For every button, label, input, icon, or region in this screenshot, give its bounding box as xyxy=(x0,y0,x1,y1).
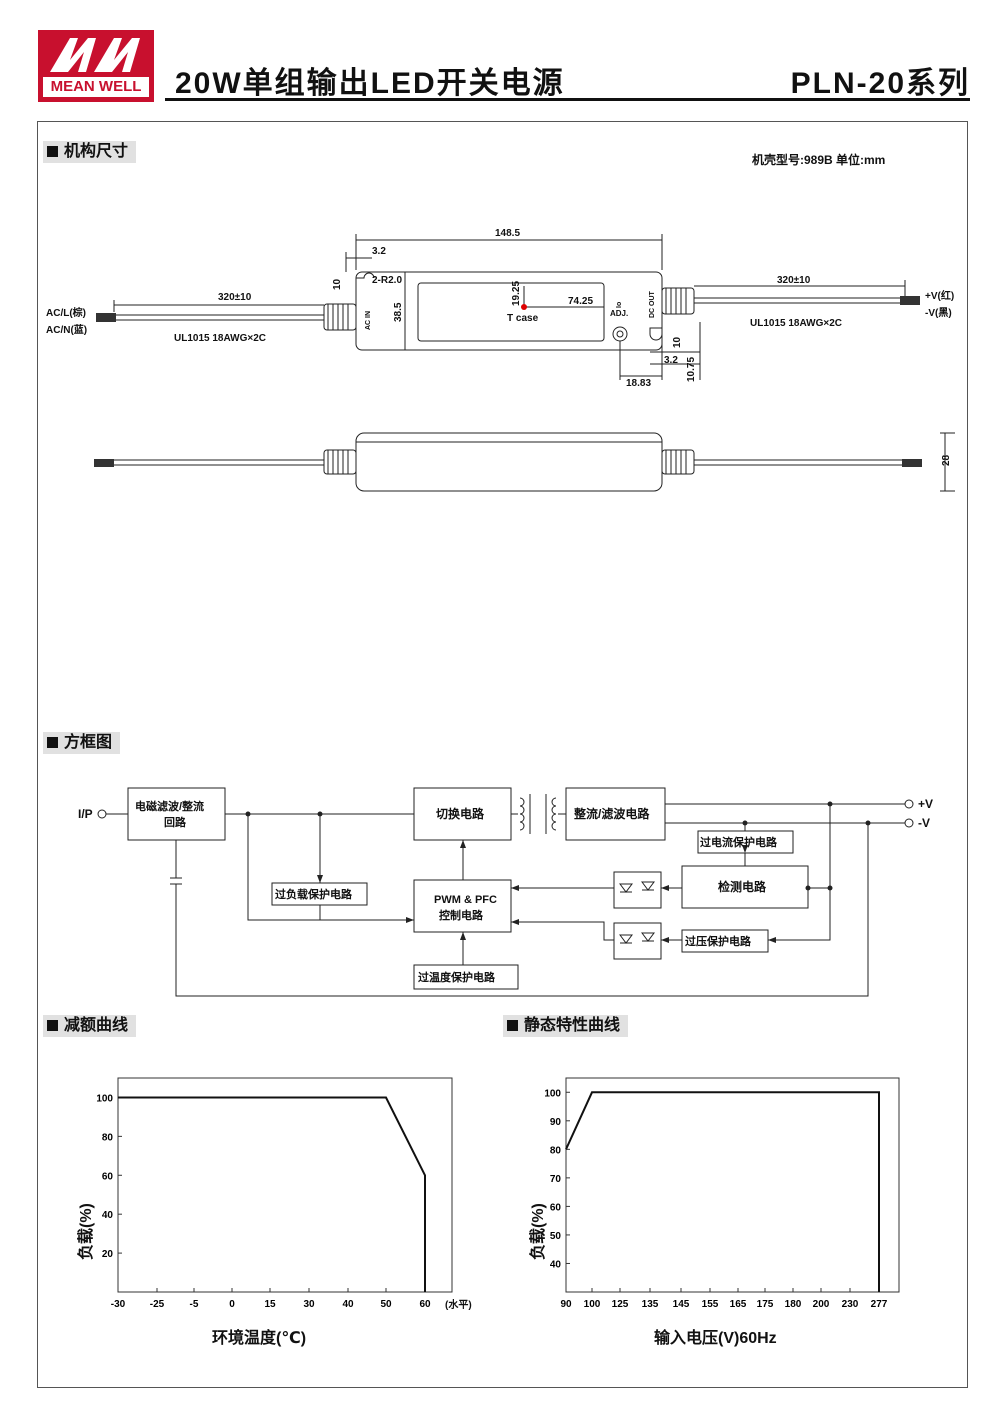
gland-left xyxy=(323,303,357,331)
dim-left-cable xyxy=(113,300,324,312)
dim-height xyxy=(400,271,412,351)
gland-right xyxy=(661,287,695,315)
section-mechanical: 机构尺寸 xyxy=(43,141,137,163)
io-label: Io xyxy=(616,302,623,308)
dim-text-tcase-v: 19.25 xyxy=(511,281,522,306)
vminus-terminal xyxy=(904,818,914,828)
mw-logo-mark xyxy=(50,38,140,72)
section-derating: 减额曲线 xyxy=(43,1015,137,1037)
pwm-box xyxy=(413,879,512,933)
derating-xlabel: 环境温度(℃) xyxy=(212,1330,307,1347)
derating-xunit: (水平) xyxy=(445,1300,472,1311)
ocp-label: 过电流保护电路 xyxy=(700,835,778,849)
adj-label: ADJ. xyxy=(610,309,628,318)
arrow-icon xyxy=(511,919,519,925)
case-note: 机壳型号:989B 单位:mm xyxy=(752,153,886,167)
arrow-icon xyxy=(406,917,414,923)
dim-text-radius: 2-R2.0 xyxy=(372,275,402,286)
dim-text-10-right: 10 xyxy=(672,336,683,348)
dim-text-10-75: 10.75 xyxy=(686,357,697,382)
dim-length xyxy=(355,234,663,270)
square-bullet-icon xyxy=(507,1020,518,1031)
emi-filter-box xyxy=(127,787,226,841)
cable-right xyxy=(694,297,905,304)
arrow-icon xyxy=(768,937,776,943)
detect-label: 检测电路 xyxy=(718,879,767,894)
square-bullet-icon xyxy=(47,737,58,748)
arrow-icon xyxy=(460,932,466,940)
series-name: PLN-20系列 xyxy=(790,67,970,100)
emi-label-1: 电磁滤波/整流 xyxy=(135,799,204,813)
tcase-point xyxy=(521,304,527,310)
cable-left-spec: UL1015 18AWG×2C xyxy=(174,333,266,344)
emi-label-2: 回路 xyxy=(164,815,187,829)
section-mechanical-label: 机构尺寸 xyxy=(64,143,129,160)
ac-in-label: AC IN xyxy=(365,311,372,330)
dim-text-tcase-h: 74.25 xyxy=(568,296,593,307)
dim-side-height xyxy=(940,432,955,492)
mechanical-drawing: 148.5 3.2 2-R2.0 10 38.5 19.25 74.25 T c… xyxy=(46,228,955,492)
dim-text-offset: 3.2 xyxy=(372,246,386,257)
opto-2 xyxy=(613,922,662,960)
label-area xyxy=(417,282,605,342)
pwm-label-1: PWM & PFC xyxy=(434,894,497,906)
vplus-label: +V(红) xyxy=(925,289,954,302)
square-bullet-icon xyxy=(47,1020,58,1031)
opto-1 xyxy=(613,871,662,909)
section-block-diagram: 方框图 xyxy=(43,732,121,754)
block-diagram: I/P 电磁滤波/整流 回路 切换电路 整流/滤波电路 过电流保护电路 过负载保… xyxy=(78,787,933,997)
otp-label: 过温度保护电路 xyxy=(418,970,496,984)
acl-label: AC/L(棕) xyxy=(46,306,86,319)
section-derating-label: 减额曲线 xyxy=(64,1017,129,1034)
dc-out-label: DC OUT xyxy=(649,290,656,318)
mount-slot xyxy=(649,327,663,341)
dim-text-28: 28 xyxy=(941,454,952,466)
derating-ylabel: 负载(%) xyxy=(78,1203,95,1260)
static-xlabel: 输入电压(V)60Hz xyxy=(654,1330,777,1347)
dim-text-left-cable: 320±10 xyxy=(218,292,252,303)
arrow-icon xyxy=(511,885,519,891)
tcase-label: T case xyxy=(507,313,539,324)
dim-text-18-83: 18.83 xyxy=(626,378,651,389)
dim-text-3-2: 3.2 xyxy=(664,355,678,366)
ovp-box xyxy=(681,929,769,953)
olp-label: 过负载保护电路 xyxy=(275,887,353,901)
section-static: 静态特性曲线 xyxy=(503,1015,629,1037)
dim-text-height: 38.5 xyxy=(393,302,404,322)
mount-notch xyxy=(356,272,375,279)
page-title: 20W单组输出LED开关电源 xyxy=(175,67,565,100)
vminus-label: -V xyxy=(918,816,930,830)
section-static-label: 静态特性曲线 xyxy=(524,1017,621,1034)
arrow-icon xyxy=(661,937,669,943)
mean-well-logo: MEAN WELL xyxy=(38,30,154,102)
dim-text-10: 10 xyxy=(332,278,343,290)
vplus-label: +V xyxy=(918,797,933,811)
ovp-label: 过压保护电路 xyxy=(685,934,752,948)
rect-label: 整流/滤波电路 xyxy=(573,806,650,821)
cable-left xyxy=(100,314,324,321)
ip-terminal xyxy=(97,809,107,819)
pwm-label-2: 控制电路 xyxy=(439,908,484,922)
square-bullet-icon xyxy=(47,146,58,157)
acn-label: AC/N(蓝) xyxy=(46,323,87,336)
dim-text-length: 148.5 xyxy=(495,228,520,239)
vplus-terminal xyxy=(904,799,914,809)
title-rule xyxy=(165,98,970,101)
otp-box xyxy=(413,964,519,990)
arrow-icon xyxy=(317,875,323,883)
section-block-label: 方框图 xyxy=(64,734,113,751)
logo-name: MEAN WELL xyxy=(43,77,149,97)
cable-right-spec: UL1015 18AWG×2C xyxy=(750,318,842,329)
ip-label: I/P xyxy=(78,807,93,821)
static-ylabel: 负载(%) xyxy=(530,1203,547,1260)
arrow-icon xyxy=(661,885,669,891)
arrow-icon xyxy=(460,840,466,848)
content-frame xyxy=(37,121,968,1388)
switch-label: 切换电路 xyxy=(436,806,485,821)
vminus-label: -V(黑) xyxy=(925,307,952,319)
arrow-icon xyxy=(742,845,748,853)
dim-text-right-cable: 320±10 xyxy=(777,275,811,286)
